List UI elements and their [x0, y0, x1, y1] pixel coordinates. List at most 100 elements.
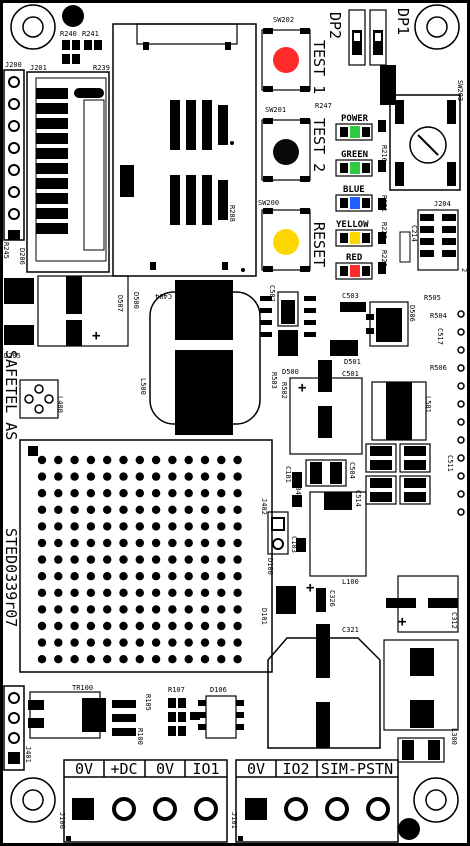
d206-label: D206	[18, 248, 26, 265]
d100-label: D100	[266, 558, 274, 575]
r245-label: R245	[2, 242, 10, 259]
bga-ball	[135, 638, 144, 647]
bga-ball	[103, 538, 112, 548]
bga-ball	[86, 555, 96, 564]
d500-label-2: D500	[282, 368, 299, 376]
bga-ball	[200, 572, 210, 581]
bga-ball	[37, 505, 47, 514]
bga-ball	[37, 588, 47, 597]
l500-label: L500	[139, 378, 147, 395]
bga-ball	[119, 588, 128, 597]
led-label-blue: BLUE	[343, 185, 365, 195]
dp2-dip-switch	[348, 9, 366, 66]
l400-inductor	[19, 379, 59, 419]
bga-ball	[70, 489, 79, 498]
sw203-label: SW203	[456, 80, 464, 101]
bga-ball	[184, 638, 193, 647]
bga-ball	[184, 605, 193, 614]
bga-ball	[233, 522, 242, 531]
j101-pin1-label: 0V	[247, 760, 265, 778]
bga-ball	[70, 538, 79, 548]
d501-label: D501	[344, 358, 361, 366]
c503-capacitor	[340, 302, 366, 312]
c321-capacitor	[267, 624, 381, 749]
j200-label: J200	[5, 61, 22, 69]
product-label: STED0339r07	[2, 528, 20, 627]
svg-text:+: +	[92, 328, 100, 344]
c404-capacitor	[198, 290, 218, 300]
bga-ball	[200, 505, 210, 514]
bga-ball	[233, 455, 242, 465]
c511-label: C511	[446, 455, 454, 472]
l100-inductor	[309, 491, 367, 577]
bga-ball	[86, 472, 96, 481]
bga-ball	[54, 489, 63, 498]
j204-header	[399, 209, 459, 271]
button-label-reset: RESET	[310, 222, 328, 267]
d101-diode	[276, 586, 296, 614]
reset-cap	[273, 229, 299, 255]
bga-ball	[200, 472, 210, 481]
d205-label: D205	[4, 352, 21, 360]
bga-ball	[103, 522, 112, 531]
bga-ball	[70, 588, 79, 597]
r240-label: R240	[60, 30, 77, 38]
bga-ball	[103, 655, 112, 664]
fiducial-top	[62, 5, 84, 27]
led-label-yellow: YELLOW	[336, 220, 369, 230]
led-blue	[335, 194, 373, 212]
bga-ball	[217, 489, 226, 498]
c326-capacitor: +	[306, 580, 326, 612]
l300-inductor	[383, 639, 459, 731]
j200-connector	[3, 69, 25, 241]
r506-label: R506	[430, 364, 447, 372]
r220-label: R220	[380, 250, 388, 267]
r241-label: R241	[82, 30, 99, 38]
bga-ball	[233, 538, 242, 548]
bga-ball	[37, 621, 47, 631]
button-label-test2: TEST 2	[310, 118, 328, 172]
led-label-red: RED	[346, 253, 363, 263]
bga-ball	[184, 555, 193, 564]
j401-label: J401	[24, 746, 32, 763]
bga-ball	[103, 638, 112, 647]
bga-ball	[184, 572, 193, 581]
bga-ball	[37, 655, 47, 664]
sw200-label: SW200	[258, 199, 279, 207]
bga-ball	[37, 638, 47, 647]
mounting-hole-top-right	[414, 4, 460, 50]
bga-ball	[217, 472, 226, 481]
bga-ball	[70, 572, 79, 581]
c501-capacitor: +	[289, 360, 363, 455]
bga-ball	[233, 605, 242, 614]
bga-ball	[200, 455, 210, 465]
bga-ball	[37, 572, 47, 581]
bga-ball	[168, 572, 177, 581]
j401-header	[3, 685, 25, 771]
bga-ball	[168, 505, 177, 514]
bga-ball	[37, 605, 47, 614]
svg-text:+: +	[398, 614, 406, 630]
bga-ball	[119, 538, 128, 548]
bga-ball	[54, 655, 63, 664]
led-power	[335, 123, 373, 141]
bga-ball	[54, 538, 63, 548]
bga-ball	[233, 655, 242, 664]
bga-ball	[184, 588, 193, 597]
company-label: SAFETEL AS	[2, 350, 20, 440]
bga-ball	[168, 655, 177, 664]
test2-cap	[273, 139, 299, 165]
bga-ball	[119, 621, 128, 631]
r503-label: R503	[270, 372, 278, 389]
bga-ball	[233, 638, 242, 647]
j100-label: J100	[58, 812, 66, 829]
bga-ball	[86, 588, 96, 597]
bga-ball	[135, 538, 144, 548]
c501-label: C501	[342, 370, 359, 378]
bga-ball	[151, 588, 161, 597]
c321-label: C321	[342, 626, 359, 634]
bga-ball	[103, 505, 112, 514]
bga-ball	[103, 555, 112, 564]
bga-ball	[70, 505, 79, 514]
j201-sim-holder	[26, 71, 110, 273]
